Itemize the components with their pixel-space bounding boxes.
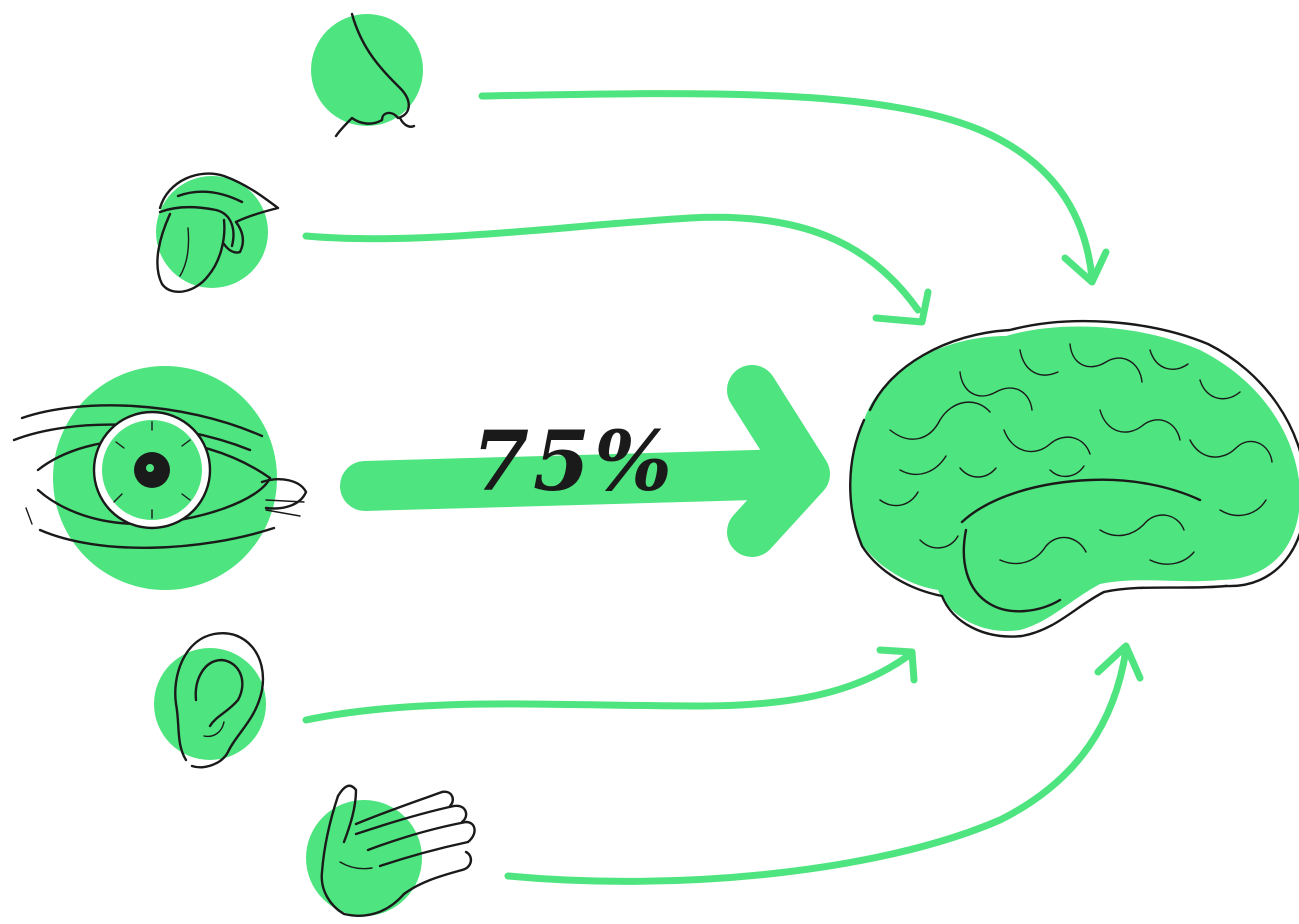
ear-icon: [154, 631, 266, 769]
smell-arrow: [478, 90, 1110, 286]
percent-label: 75%: [472, 414, 676, 510]
mouth-tongue-icon: [156, 172, 280, 294]
touch-arrow: [504, 642, 1144, 885]
hearing-arrow: [302, 646, 918, 724]
brain-icon: [849, 319, 1299, 638]
sight-arrow: [340, 365, 830, 557]
nose-icon: [311, 12, 423, 138]
eye-icon: [12, 366, 308, 590]
taste-arrow: [302, 213, 932, 326]
hand-icon: [306, 784, 476, 917]
